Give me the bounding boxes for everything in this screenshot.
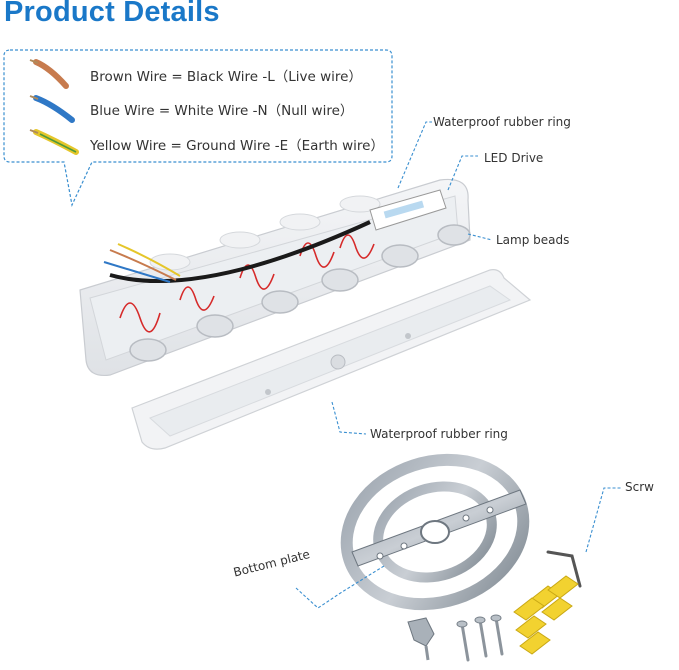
lamp-base-cover (131, 269, 532, 450)
waterproof-ring-bottom-label: Waterproof rubber ring (370, 427, 508, 441)
blue-wire-icon (29, 95, 75, 123)
lamp-beads-label: Lamp beads (496, 233, 570, 247)
lamp-housing (79, 178, 471, 377)
bottom-mounting-plate (340, 453, 530, 611)
yellow-wire-icon (29, 129, 79, 155)
yellow-wire-label: Yellow Wire = Ground Wire -E（Earth wire） (90, 138, 384, 154)
led-drive-label: LED Drive (484, 151, 544, 165)
waterproof-ring-top-label: Waterproof rubber ring (433, 115, 571, 129)
wiring-callout (3, 49, 393, 207)
screw-label: Scrw (625, 480, 654, 494)
leader-lines (295, 121, 622, 609)
hex-key-icon (546, 550, 582, 588)
hardware-parts (407, 550, 582, 662)
brown-wire-label: Brown Wire = Black Wire -L（Live wire） (90, 69, 362, 85)
page-title: Product Details (4, 0, 220, 28)
led-driver (369, 189, 447, 231)
blue-wire-label: Blue Wire = White Wire -N（Null wire） (90, 103, 354, 119)
bracket-screw-icon (407, 617, 435, 661)
brown-wire-icon (29, 59, 69, 89)
